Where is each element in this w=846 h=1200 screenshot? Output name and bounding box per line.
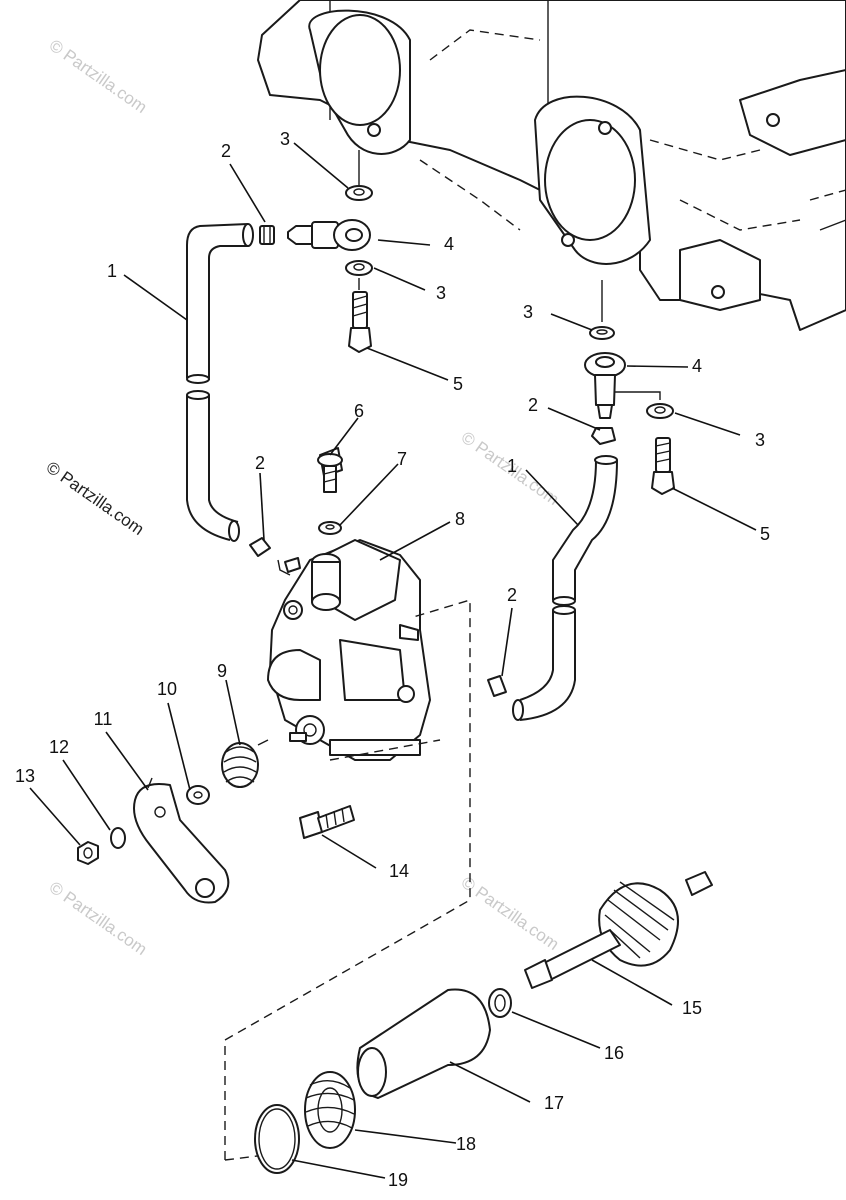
- watermark: © Partzilla.com: [46, 36, 151, 117]
- oil-pump-body-drawing: [267, 447, 431, 761]
- callout-labels: 1 2 3 4 3 5 3 4 2 3 5 1 2 6 7 8 2 9 10 1…: [15, 129, 770, 1190]
- callout-19: 19: [388, 1170, 408, 1190]
- drive-shaft-parts-drawing: [224, 599, 713, 1174]
- callout-7: 7: [397, 449, 407, 469]
- callout-3: 3: [755, 430, 765, 450]
- callout-4: 4: [444, 234, 454, 254]
- callout-2: 2: [255, 453, 265, 473]
- callout-2: 2: [221, 141, 231, 161]
- lever-parts-drawing: [77, 739, 355, 904]
- callout-15: 15: [682, 998, 702, 1018]
- watermark: © Partzilla.com: [46, 878, 151, 959]
- callout-17: 17: [544, 1093, 564, 1113]
- callout-1: 1: [507, 456, 517, 476]
- callout-2: 2: [507, 585, 517, 605]
- leader-lines: [29, 142, 757, 1179]
- right-oil-line-drawing: [487, 280, 675, 721]
- callout-14: 14: [389, 861, 409, 881]
- callout-5: 5: [760, 524, 770, 544]
- callout-3: 3: [523, 302, 533, 322]
- callout-11: 11: [94, 709, 113, 729]
- callout-10: 10: [157, 679, 177, 699]
- callout-6: 6: [354, 401, 364, 421]
- callout-3: 3: [436, 283, 446, 303]
- callout-5: 5: [453, 374, 463, 394]
- callout-3: 3: [280, 129, 290, 149]
- callout-9: 9: [217, 661, 227, 681]
- callout-13: 13: [15, 766, 35, 786]
- callout-1: 1: [107, 261, 117, 281]
- watermark: © Partzilla.com: [43, 458, 148, 539]
- callout-2: 2: [528, 395, 538, 415]
- left-oil-line-drawing: [186, 150, 373, 557]
- callout-16: 16: [604, 1043, 624, 1063]
- callout-12: 12: [49, 737, 69, 757]
- callout-8: 8: [455, 509, 465, 529]
- callout-18: 18: [456, 1134, 476, 1154]
- callout-4: 4: [692, 356, 702, 376]
- watermark: © Partzilla.com: [458, 873, 563, 954]
- engine-block-drawing: [257, 0, 846, 331]
